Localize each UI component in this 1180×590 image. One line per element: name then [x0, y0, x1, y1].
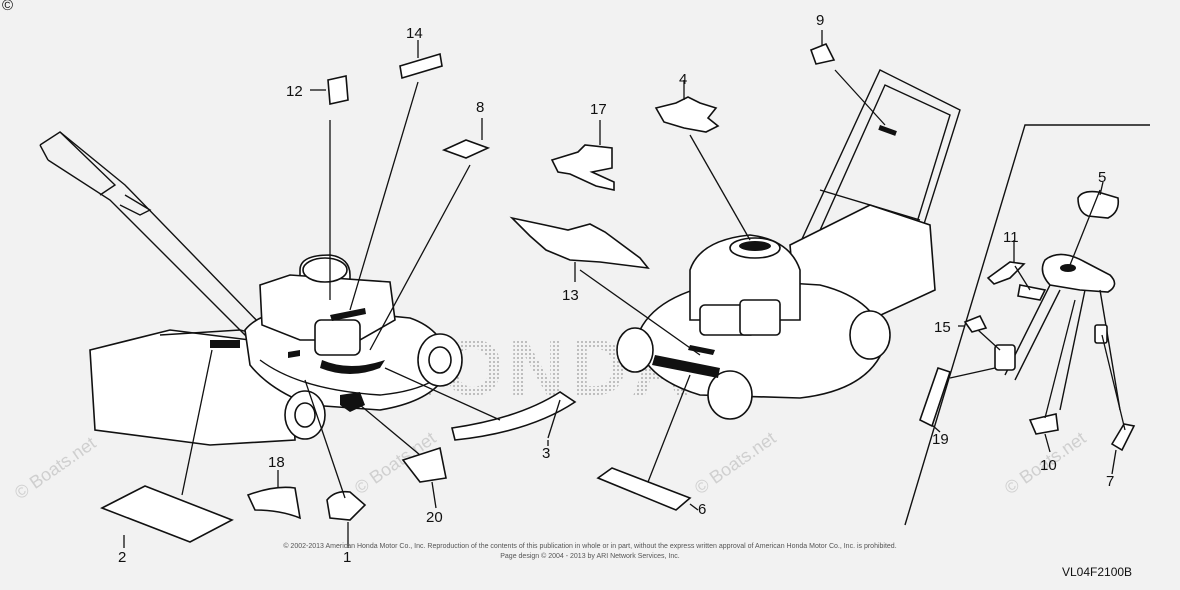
callout-3: 3 [542, 445, 550, 462]
handle-detail [994, 253, 1121, 411]
callout-6: 6 [698, 501, 706, 518]
center-mower [616, 69, 961, 420]
callout-1: 1 [343, 549, 351, 566]
diagram-code: VL04F2100B [1062, 565, 1132, 579]
site-watermark-3: © Boats.net [691, 428, 780, 498]
left-mower [39, 131, 463, 446]
callout-9: 9 [816, 12, 824, 29]
callout-19: 19 [932, 431, 949, 448]
corner-mark: © [2, 0, 13, 14]
callout-17: 17 [590, 101, 607, 118]
label-part-shapes [100, 42, 1136, 543]
callout-14: 14 [406, 25, 423, 42]
callout-15: 15 [934, 319, 951, 336]
callout-7: 7 [1106, 473, 1114, 490]
callout-18: 18 [268, 454, 285, 471]
callout-5: 5 [1098, 169, 1106, 186]
callout-8: 8 [476, 99, 484, 116]
site-watermark-1: © Boats.net [11, 433, 100, 503]
callout-20: 20 [426, 509, 443, 526]
copyright-line-2: Page design © 2004 - 2013 by ARI Network… [500, 552, 680, 560]
callout-numbers: 1 2 3 4 5 6 7 8 9 10 11 12 13 14 15 17 1… [118, 12, 1114, 566]
callout-12: 12 [286, 83, 303, 100]
detail-divider [904, 124, 1150, 526]
callout-2: 2 [118, 549, 126, 566]
callout-11: 11 [1003, 229, 1019, 246]
callout-13: 13 [562, 287, 579, 304]
copyright-line-1: © 2002-2013 American Honda Motor Co., In… [283, 542, 896, 550]
leader-lines [123, 30, 1126, 548]
callout-10: 10 [1040, 457, 1057, 474]
callout-4: 4 [679, 71, 687, 88]
